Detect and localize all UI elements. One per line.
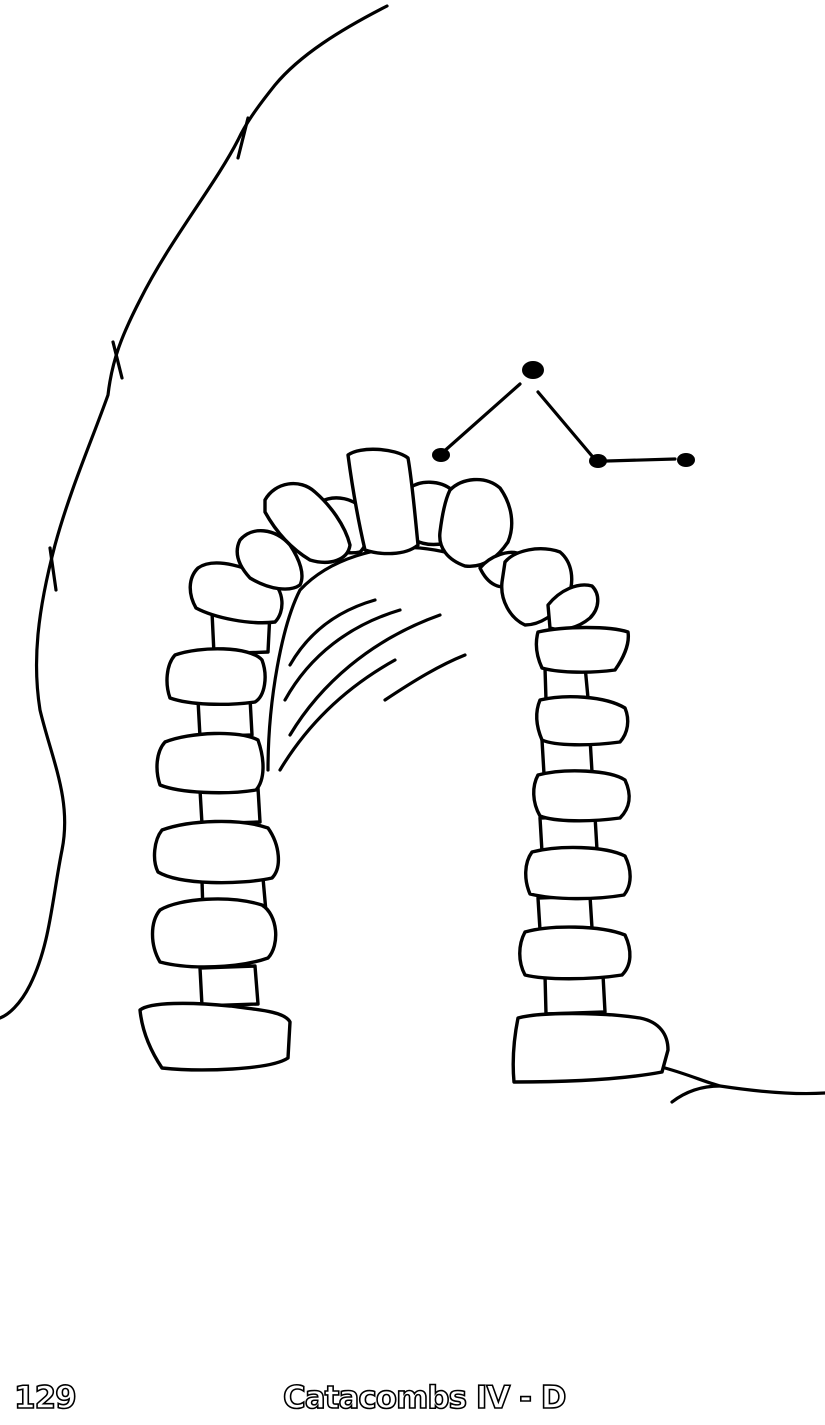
arch-left-column (138, 561, 292, 1072)
ground-line (663, 1066, 825, 1096)
cave-wall-detail (236, 116, 250, 160)
arch-crown (235, 447, 600, 632)
page-caption: Catacombs IV - D (282, 1380, 567, 1416)
ground-line-detail (670, 1084, 722, 1104)
page-number: 129 (13, 1380, 77, 1416)
cave-wall-detail (48, 546, 58, 592)
constellation (432, 361, 695, 468)
cave-wall-detail (111, 340, 124, 380)
arch-right-column (511, 625, 670, 1084)
arch-interior (266, 545, 512, 772)
